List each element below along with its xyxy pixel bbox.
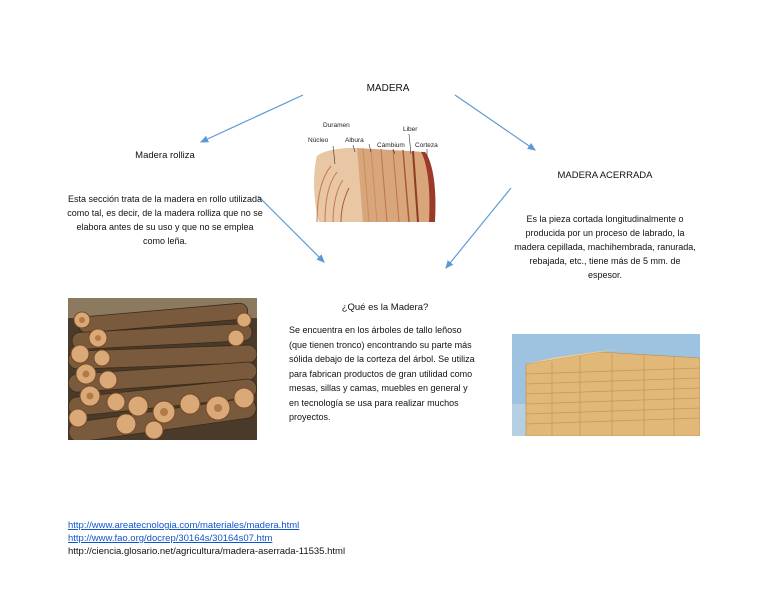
arrow-left-to-center <box>257 195 325 263</box>
que-es-la-madera-text: Se encuentra en los árboles de tallo leñ… <box>289 325 475 422</box>
sawn-lumber-photo <box>512 334 700 436</box>
arrow-to-madera-rolliza <box>199 94 304 143</box>
reference-link-glosario[interactable]: http://ciencia.glosario.net/agricultura/… <box>68 546 346 557</box>
madera-rolliza-title: Madera rolliza <box>135 150 195 161</box>
madera-acerrada-title: MADERA ACERRADA <box>557 170 653 181</box>
madera-rolliza-text: Esta sección trata de la madera en rollo… <box>67 194 263 246</box>
label-corteza: Corteza <box>415 142 438 149</box>
reference-link-fao[interactable]: http://www.fao.org/docrep/30164s/30164s0… <box>68 533 273 544</box>
wood-structure-diagram: Duramen Núcleo Albura Liber Cámbium Cort… <box>305 118 439 224</box>
que-es-la-madera-title: ¿Qué es la Madera? <box>341 302 429 313</box>
label-albura: Albura <box>345 137 364 144</box>
log-pile-photo <box>68 298 257 440</box>
main-title: MADERA <box>366 83 410 94</box>
madera-acerrada-text: Es la pieza cortada longitudinalmente o … <box>514 214 696 280</box>
arrow-right-to-center <box>445 187 512 269</box>
label-cambium: Cámbium <box>377 142 405 149</box>
label-liber: Liber <box>403 126 418 133</box>
arrow-to-madera-acerrada <box>454 94 536 151</box>
label-nucleo: Núcleo <box>308 137 329 144</box>
reference-link-areatecnologia[interactable]: http://www.areatecnologia.com/materiales… <box>68 520 300 531</box>
label-duramen: Duramen <box>323 122 350 129</box>
